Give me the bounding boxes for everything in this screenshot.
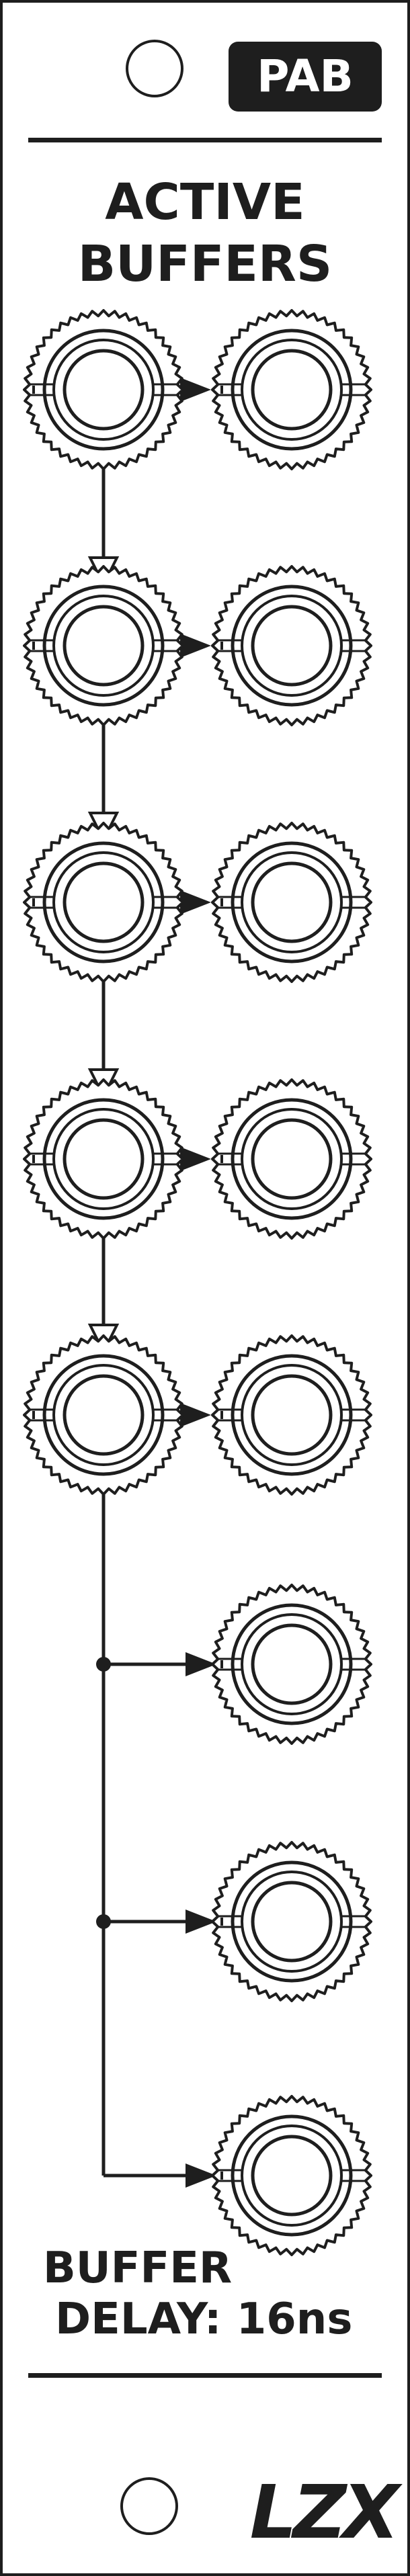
- output-jack-3-icon[interactable]: [211, 822, 372, 983]
- input-jack-2-icon[interactable]: [23, 565, 184, 726]
- output-jack-5-icon[interactable]: [211, 1334, 372, 1496]
- multiple-output-bus: [101, 1488, 215, 2178]
- output-jack-1-icon[interactable]: [211, 309, 372, 470]
- mounting-screw-hole-top-icon[interactable]: [126, 40, 183, 97]
- output-jacks: [211, 309, 372, 2256]
- module-title-line2: BUFFERS: [78, 235, 332, 293]
- footer-label-line1: BUFFER: [43, 2243, 232, 2293]
- footer-label-line2: DELAY: 16ns: [55, 2294, 352, 2344]
- input-jack-3-icon[interactable]: [23, 822, 184, 983]
- bus-arrowheads: [186, 1652, 216, 2188]
- bottom-divider-line: [28, 2373, 382, 2378]
- output-jack-7-icon[interactable]: [211, 1841, 372, 2002]
- svg-text:LZX: LZX: [250, 2469, 403, 2555]
- buffer-output-arrows: [180, 378, 211, 1427]
- output-jack-4-icon[interactable]: [211, 1078, 372, 1240]
- module-badge: PAB: [229, 42, 382, 112]
- bus-junctions: [96, 1657, 111, 1929]
- lzx-logo-icon: LZX: [250, 2469, 407, 2555]
- input-jack-1-icon[interactable]: [23, 309, 184, 470]
- input-jack-4-icon[interactable]: [23, 1078, 184, 1240]
- module-title-line1: ACTIVE: [105, 173, 304, 231]
- module-badge-label: PAB: [257, 50, 354, 102]
- input-jack-5-icon[interactable]: [23, 1334, 184, 1496]
- top-divider-line: [28, 138, 382, 142]
- output-jack-6-icon[interactable]: [211, 1584, 372, 1745]
- input-jacks: [23, 309, 184, 1496]
- mounting-screw-hole-bottom-icon[interactable]: [120, 2477, 178, 2535]
- output-jack-8-icon[interactable]: [211, 2095, 372, 2256]
- output-jack-2-icon[interactable]: [211, 565, 372, 726]
